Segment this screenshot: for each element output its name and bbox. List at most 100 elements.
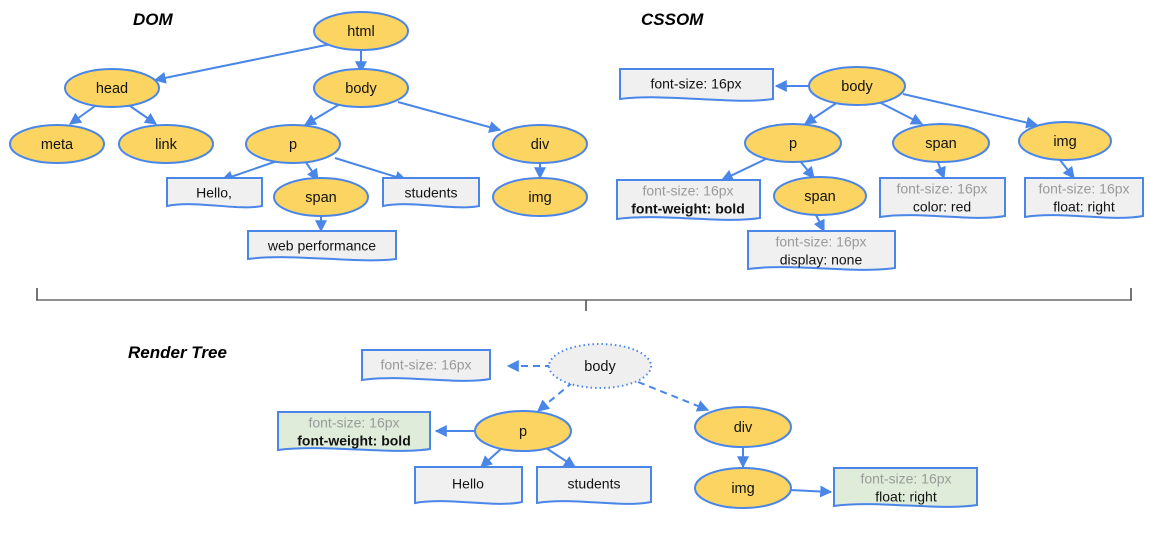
section-separator (36, 288, 1132, 311)
dom-node-p-label: p (289, 137, 297, 153)
render-tree-edges (434, 360, 833, 498)
render-stylebox-img-line1: font-size: 16px (860, 471, 951, 487)
cssom-node-p[interactable]: p (744, 123, 842, 163)
render-node-body[interactable]: body (548, 343, 652, 389)
dom-node-link-label: link (155, 137, 178, 153)
dom-node-img[interactable]: img (492, 177, 588, 217)
render-node-div[interactable]: div (694, 406, 792, 448)
render-stylebox-body[interactable]: font-size: 16px (361, 349, 491, 382)
cssom-edge-body-img (902, 93, 1039, 129)
render-edge-body-div (637, 381, 710, 412)
cssom-stylebox-span-top-line1: font-size: 16px (896, 181, 987, 197)
dom-node-html-label: html (347, 24, 374, 40)
cssom-node-span-top[interactable]: span (892, 123, 990, 163)
cssom-stylebox-body-line1: font-size: 16px (650, 76, 741, 92)
render-tree-section: Render Tree body p (128, 343, 978, 509)
cssom-stylebox-span-child-line2: display: none (780, 252, 863, 268)
cssom-stylebox-span-child[interactable]: font-size: 16px display: none (747, 230, 896, 271)
dom-node-p[interactable]: p (245, 124, 341, 164)
render-node-img-label: img (731, 481, 754, 497)
dom-node-span-label: span (305, 190, 336, 206)
render-node-img[interactable]: img (694, 467, 792, 509)
cssom-node-span-top-label: span (925, 136, 956, 152)
dom-textbox-students-label: students (405, 185, 458, 201)
dom-node-span[interactable]: span (273, 177, 369, 217)
cssom-edges (720, 80, 1075, 233)
render-tree-section-title: Render Tree (128, 343, 227, 362)
cssom-node-body[interactable]: body (808, 66, 906, 106)
dom-node-div-label: div (531, 137, 550, 153)
dom-edge-p-span (304, 160, 319, 181)
cssom-stylebox-img-line1: font-size: 16px (1038, 181, 1129, 197)
dom-section-title: DOM (133, 10, 174, 29)
dom-node-html[interactable]: html (313, 11, 409, 51)
render-node-p-label: p (519, 424, 527, 440)
cssom-node-body-label: body (841, 79, 873, 95)
dom-textbox-hello-label: Hello, (196, 185, 232, 201)
cssom-stylebox-span-top-line2: color: red (913, 199, 971, 215)
cssom-section-title: CSSOM (641, 10, 704, 29)
cssom-stylebox-img-line2: float: right (1053, 199, 1115, 215)
dom-edges (69, 42, 546, 233)
cssom-stylebox-span-child-line1: font-size: 16px (775, 234, 866, 250)
dom-textbox-students[interactable]: students (382, 177, 480, 209)
dom-edge-html-head (153, 42, 337, 84)
render-node-p[interactable]: p (474, 410, 572, 452)
cssom-stylebox-p[interactable]: font-size: 16px font-weight: bold (616, 179, 761, 221)
dom-edge-body-div (397, 101, 502, 133)
cssom-stylebox-img[interactable]: font-size: 16px float: right (1024, 177, 1144, 219)
cssom-node-p-label: p (789, 136, 797, 152)
dom-edge-body-p (303, 103, 341, 126)
cssom-stylebox-span-top[interactable]: font-size: 16px color: red (879, 177, 1006, 219)
render-stylebox-p-line2: font-weight: bold (297, 433, 411, 449)
render-stylebox-img[interactable]: font-size: 16px float: right (833, 467, 978, 508)
cssom-node-span-child[interactable]: span (773, 176, 867, 216)
cssom-edge-body-span (876, 100, 924, 125)
dom-node-meta[interactable]: meta (9, 124, 105, 164)
render-edge-img-style (789, 485, 833, 498)
render-stylebox-img-line2: float: right (875, 489, 937, 505)
dom-node-div[interactable]: div (492, 124, 588, 164)
cssom-stylebox-p-line1: font-size: 16px (642, 183, 733, 199)
render-node-body-label: body (584, 359, 616, 375)
dom-edge-p-hello (220, 159, 281, 183)
cssom-edge-spanchild-style (813, 214, 825, 233)
cssom-stylebox-p-line2: font-weight: bold (631, 201, 745, 217)
render-textbox-students[interactable]: students (536, 466, 652, 505)
dom-node-body-label: body (345, 81, 377, 97)
cssom-node-img-label: img (1053, 134, 1076, 150)
dom-edge-head-meta (69, 105, 96, 125)
render-edge-body-p (537, 381, 574, 412)
render-textbox-hello-label: Hello (452, 476, 484, 492)
dom-node-meta-label: meta (41, 137, 74, 153)
cssom-edge-p-style (720, 156, 771, 181)
dom-textbox-hello[interactable]: Hello, (166, 177, 263, 209)
render-node-div-label: div (734, 420, 753, 436)
dom-node-head-label: head (96, 81, 128, 97)
dom-node-body[interactable]: body (313, 68, 409, 108)
dom-node-img-label: img (528, 190, 551, 206)
cssom-stylebox-body[interactable]: font-size: 16px (619, 68, 774, 102)
render-textbox-students-label: students (568, 476, 621, 492)
render-edge-p-hello (480, 447, 503, 468)
dom-textbox-web-performance-label: web performance (267, 238, 376, 254)
cssom-edge-img-style (1059, 159, 1075, 179)
dom-node-link[interactable]: link (118, 124, 214, 164)
cssom-section: CSSOM body p (616, 10, 1144, 271)
dom-textbox-web-performance[interactable]: web performance (247, 230, 397, 262)
cssom-edge-body-p (804, 101, 839, 125)
render-stylebox-p[interactable]: font-size: 16px font-weight: bold (277, 411, 431, 452)
dom-edge-head-link (129, 105, 157, 125)
render-edge-p-students (545, 447, 577, 468)
dom-section: DOM html head (9, 10, 588, 262)
cssom-edge-p-span (799, 160, 815, 179)
render-stylebox-p-line1: font-size: 16px (308, 415, 399, 431)
render-textbox-hello[interactable]: Hello (414, 466, 523, 505)
dom-node-head[interactable]: head (64, 68, 160, 108)
cssom-edge-span-style (934, 159, 946, 180)
render-stylebox-body-line1: font-size: 16px (380, 357, 471, 373)
cssom-node-img[interactable]: img (1018, 121, 1112, 161)
cssom-node-span-child-label: span (804, 189, 835, 205)
